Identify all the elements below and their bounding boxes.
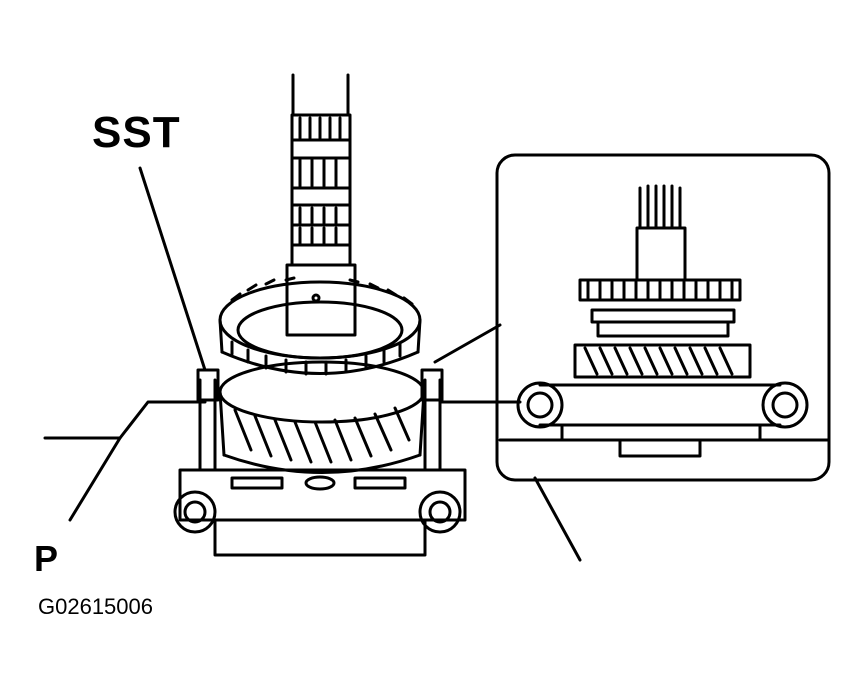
synchronizer-gear (218, 276, 422, 376)
detail-inset (495, 153, 831, 482)
sst-fixture (173, 368, 467, 557)
p-label: P (34, 538, 59, 579)
helical-gear (218, 360, 426, 474)
figure-code: G02615006 (38, 594, 153, 619)
sst-label: SST (92, 108, 181, 157)
output-shaft (285, 73, 357, 337)
press-table (43, 400, 522, 522)
leader-lines (138, 166, 582, 562)
